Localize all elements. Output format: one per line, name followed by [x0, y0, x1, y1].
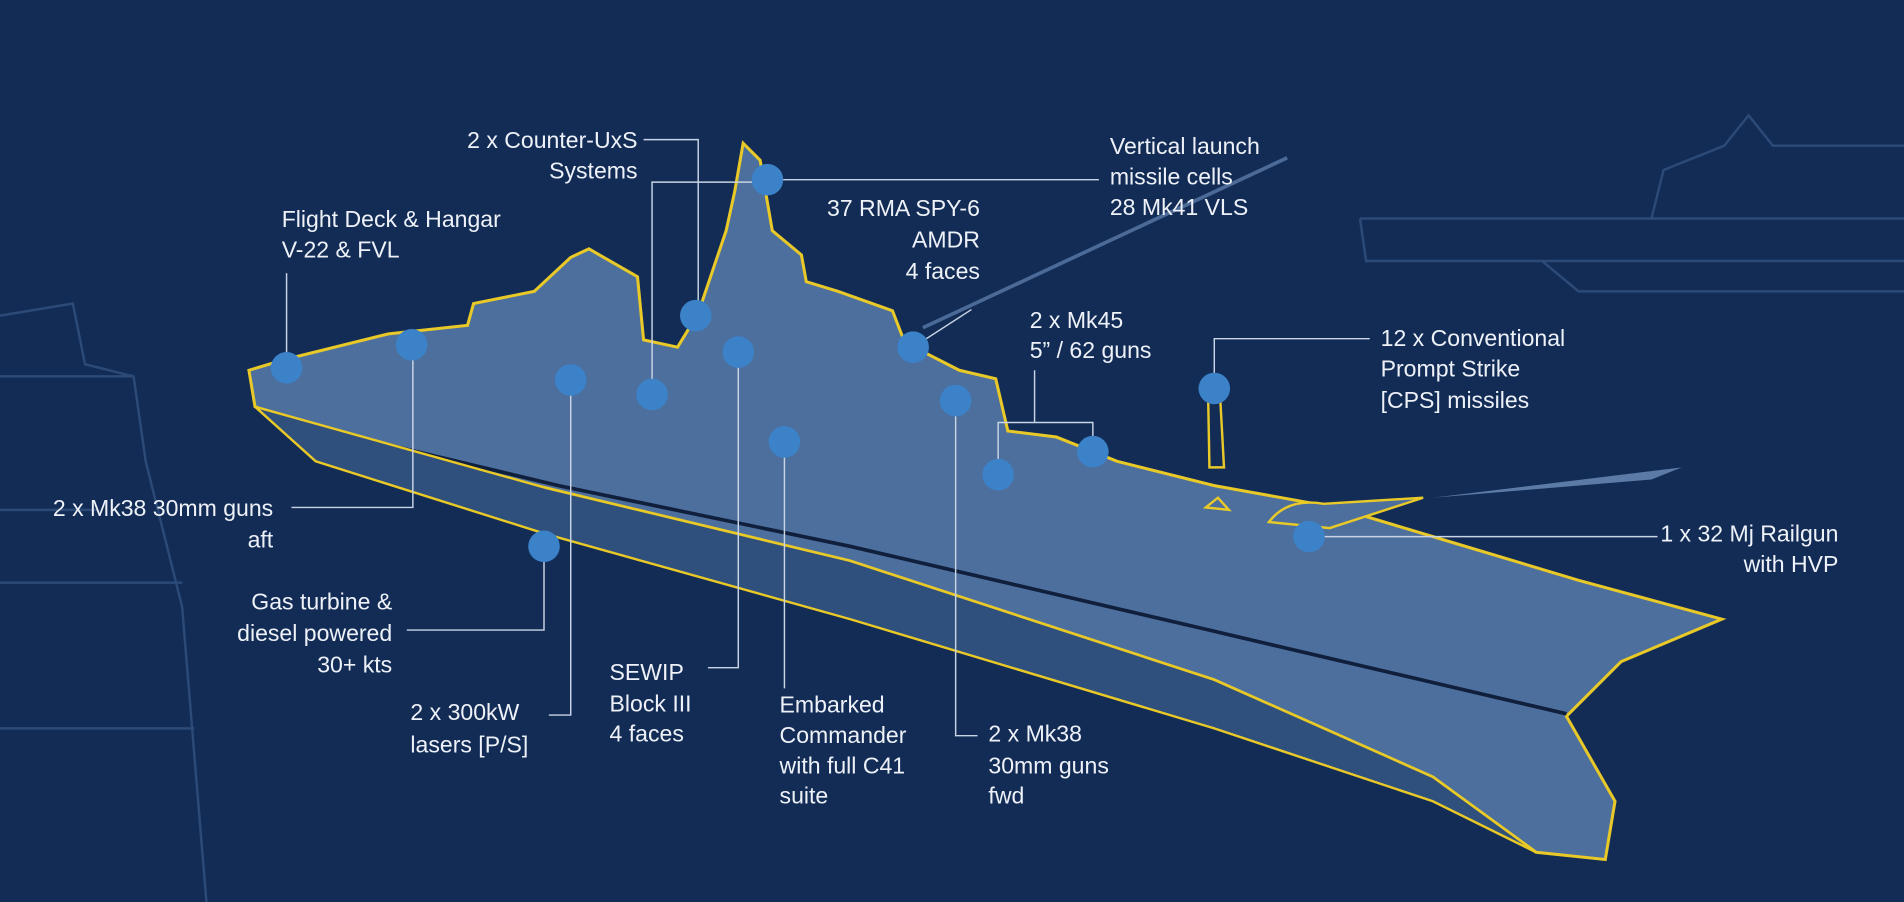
- marker-cps[interactable]: [1198, 372, 1231, 405]
- railgun-trail: [1432, 467, 1682, 498]
- hull-lower: [254, 405, 1537, 854]
- hotspot-markers: [270, 163, 1325, 563]
- missile-trail: [922, 156, 1288, 330]
- marker-vls[interactable]: [751, 163, 784, 196]
- marker-flight-deck[interactable]: [270, 352, 303, 384]
- ship-hull: [247, 140, 1727, 862]
- marker-sewip[interactable]: [722, 336, 755, 368]
- leader-lines: [285, 138, 1658, 737]
- marker-railgun[interactable]: [1293, 520, 1325, 553]
- marker-mk45-2[interactable]: [1077, 435, 1109, 468]
- railgun-mount: [1266, 496, 1424, 530]
- marker-mk38-fwd[interactable]: [939, 384, 972, 417]
- background-ship-outlines: [0, 113, 1904, 902]
- hull-waterline: [278, 417, 1567, 716]
- marker-commander[interactable]: [768, 426, 801, 458]
- marker-amdr[interactable]: [897, 331, 929, 363]
- marker-lasers[interactable]: [554, 364, 587, 396]
- marker-propulsion[interactable]: [528, 530, 560, 563]
- marker-mk38-aft[interactable]: [395, 328, 428, 361]
- marker-counter-uxs-2[interactable]: [636, 378, 668, 411]
- destroyer-ship: [247, 140, 1727, 862]
- marker-counter-uxs[interactable]: [680, 299, 712, 332]
- marker-mk45-1[interactable]: [982, 458, 1014, 491]
